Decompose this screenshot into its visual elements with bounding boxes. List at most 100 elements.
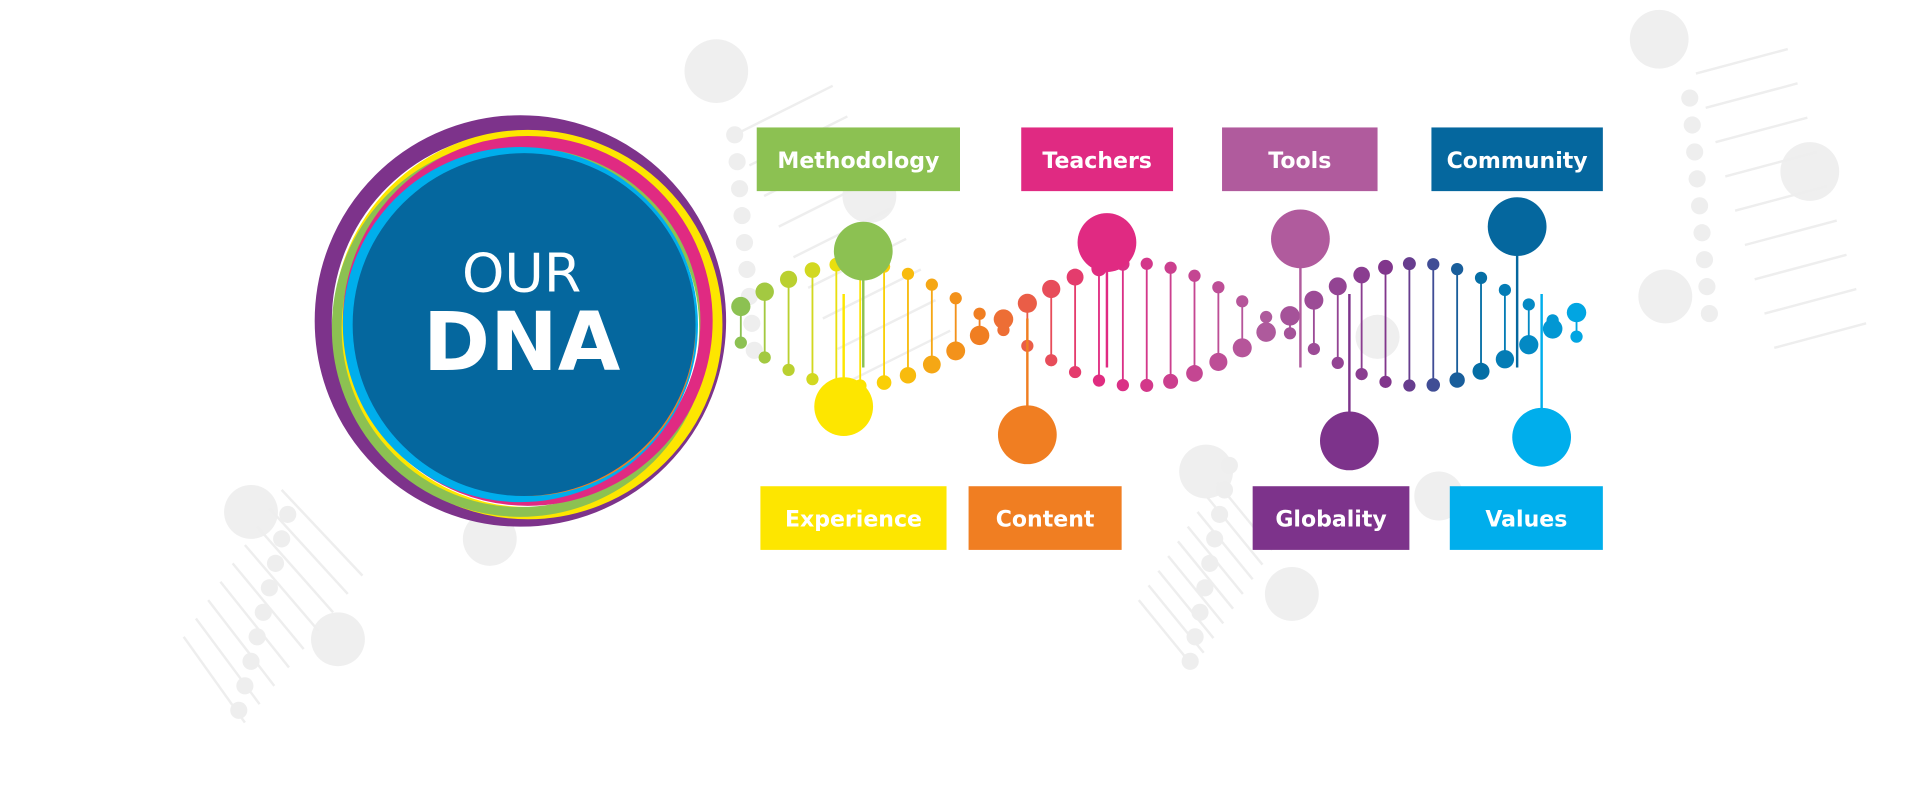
bg-dot [1206, 530, 1224, 548]
bg-dot [236, 677, 254, 695]
helix-dot [946, 341, 966, 361]
helix-dot [1236, 295, 1249, 308]
bg-dot [279, 505, 297, 523]
bg-line [1157, 569, 1215, 639]
bg-circle [1355, 314, 1400, 359]
bg-circle [1638, 269, 1693, 324]
lollipop-head [1271, 209, 1330, 269]
helix-dot [1163, 373, 1179, 389]
label-box [968, 486, 1122, 550]
helix-dot [1307, 342, 1320, 356]
bg-dot [745, 341, 763, 359]
label-content: Content [968, 486, 1122, 550]
lollipop-head [1487, 197, 1547, 257]
bg-dot [726, 126, 744, 144]
bg-line [851, 329, 951, 381]
label-text: Methodology [777, 149, 939, 174]
label-box [1222, 127, 1378, 192]
bg-dot [731, 180, 749, 198]
bg-line [256, 525, 334, 614]
bg-line [1167, 555, 1225, 625]
bg-dot [1700, 305, 1718, 323]
lollipop-head [997, 405, 1057, 465]
bg-line [1206, 496, 1264, 566]
lollipop-head [814, 377, 874, 437]
bg-dot [728, 153, 746, 171]
bg-dot [1693, 224, 1711, 242]
helix-dot [899, 367, 917, 384]
bg-dot [1681, 89, 1699, 107]
bg-dot [743, 314, 761, 332]
bg-circle [1780, 142, 1840, 201]
label-box [1252, 486, 1410, 550]
helix-dot [1331, 356, 1344, 370]
lollipop-head [1512, 407, 1572, 467]
bg-line [734, 84, 834, 136]
helix-dot [1140, 257, 1153, 270]
helix-dot [1498, 283, 1512, 297]
helix-dot [922, 355, 941, 374]
bg-line [207, 599, 276, 687]
helix-dot [1355, 367, 1368, 381]
bg-line [1177, 540, 1235, 610]
helix-dot [1495, 350, 1515, 369]
bg-line [837, 299, 937, 351]
lollipop-head [1320, 411, 1379, 471]
label-box [1021, 127, 1174, 192]
helix-dot [1379, 375, 1392, 388]
helix-dot [1378, 259, 1393, 275]
bg-line [1705, 82, 1798, 110]
bg-line [1744, 219, 1838, 247]
helix-dot [782, 363, 795, 377]
bg-circle [224, 485, 278, 539]
helix-dot [1402, 257, 1416, 271]
bg-line [1754, 253, 1847, 281]
label-experience: Experience [760, 486, 947, 550]
bg-line [1724, 150, 1818, 178]
helix-dot [1449, 372, 1465, 388]
bg-dot [1691, 197, 1709, 215]
helix-dot [1017, 293, 1037, 313]
bg-dot [733, 207, 751, 225]
helix-dot [1283, 327, 1297, 340]
bg-dot [1196, 579, 1214, 597]
bg-dot [248, 628, 266, 646]
bg-line [280, 489, 364, 577]
helix-dot [1451, 262, 1464, 276]
helix-dot [1164, 261, 1177, 274]
dna-circle [352, 153, 696, 497]
label-text: Experience [785, 508, 922, 533]
helix-dot [1570, 330, 1583, 343]
bg-line [1773, 322, 1867, 350]
helix-dot [1472, 362, 1490, 380]
helix-dot [901, 267, 915, 280]
bg-line [1734, 185, 1828, 212]
helix-dot [973, 307, 986, 320]
helix-dot [1186, 365, 1203, 382]
bg-dot [1186, 628, 1204, 646]
helix-dot [755, 282, 774, 301]
helix-dot [1403, 379, 1416, 392]
helix-dot [1328, 277, 1347, 296]
helix-dot [1519, 335, 1539, 355]
bg-circle [1629, 9, 1689, 69]
bg-circle [684, 39, 749, 103]
helix-dot [1116, 378, 1129, 392]
label-text: Values [1485, 508, 1567, 533]
bg-line [1186, 525, 1244, 595]
bg-dot [266, 554, 285, 572]
label-box [760, 486, 947, 550]
bg-circle [1264, 567, 1319, 621]
bg-dot [260, 579, 278, 597]
helix-dot [1066, 268, 1084, 286]
helix-dot [969, 325, 990, 346]
bg-dot [1683, 116, 1701, 134]
bg-dot [1688, 170, 1706, 188]
helix-dot [806, 373, 819, 386]
helix-dot [1092, 374, 1106, 387]
helix-dot [734, 336, 747, 349]
bg-dot [230, 701, 248, 719]
label-box [1449, 486, 1603, 550]
label-text: Globality [1275, 508, 1386, 533]
helix-dot [1566, 302, 1587, 323]
